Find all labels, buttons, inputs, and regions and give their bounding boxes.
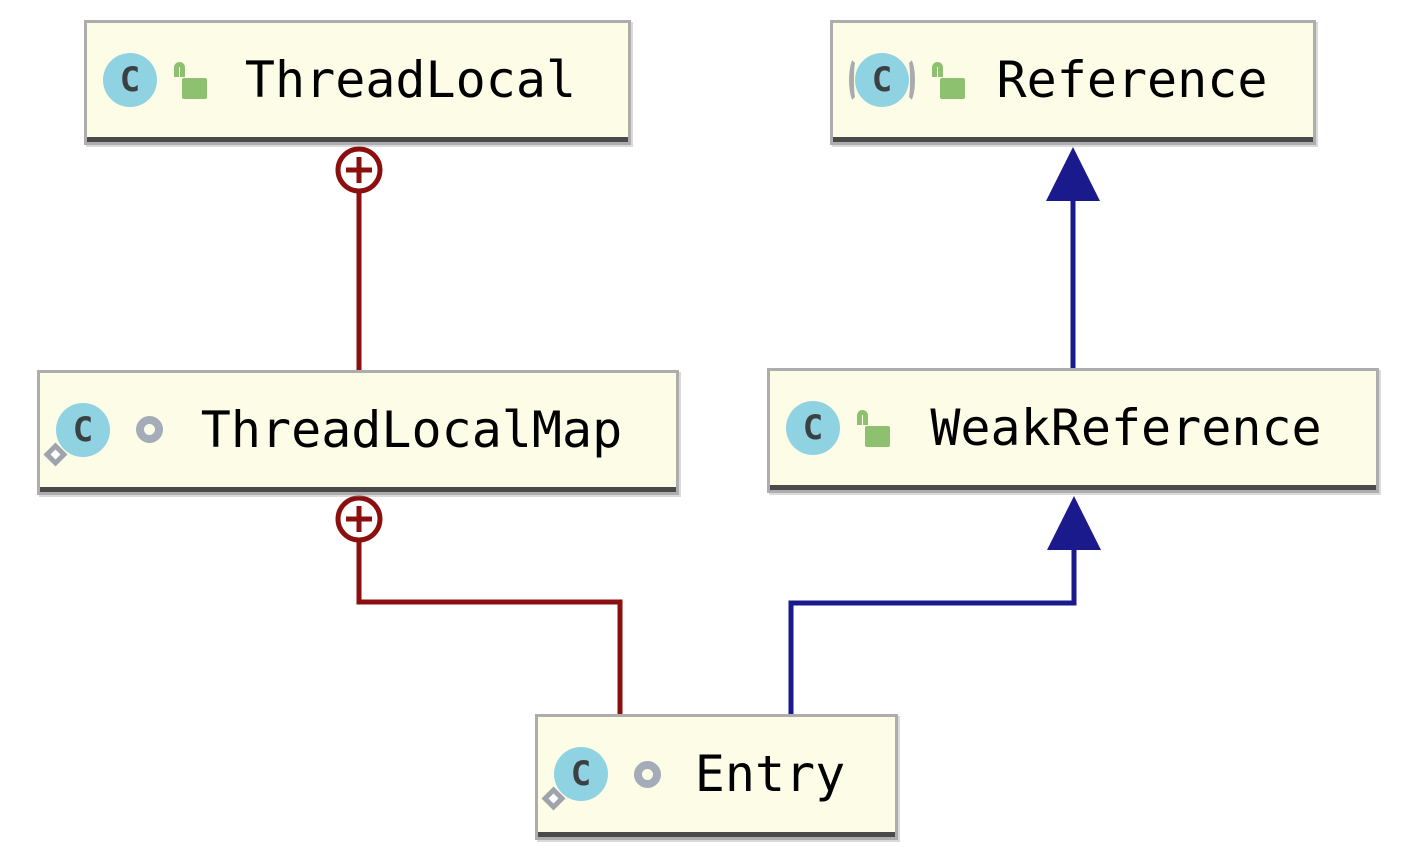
class-icon: C bbox=[786, 400, 840, 455]
class-node-weakreference[interactable]: C WeakReference bbox=[767, 368, 1379, 493]
static-class-icon: C bbox=[43, 402, 110, 467]
edge-inheritance-weakreference-reference[interactable] bbox=[1046, 147, 1100, 368]
class-name-label: WeakReference bbox=[930, 398, 1322, 457]
public-unlock-icon bbox=[856, 405, 892, 451]
inheritance-arrowhead-icon bbox=[1046, 147, 1100, 201]
inheritance-arrowhead-icon bbox=[1047, 496, 1101, 550]
class-icon-letter: C bbox=[871, 59, 893, 100]
containment-plus-cross bbox=[346, 506, 372, 532]
containment-plus-cross bbox=[346, 157, 372, 183]
static-class-icon: C bbox=[541, 747, 608, 811]
class-node-reference[interactable]: C Reference bbox=[830, 20, 1316, 145]
class-name-label: ThreadLocalMap bbox=[200, 400, 623, 459]
abstract-paren-left-icon bbox=[849, 56, 862, 103]
class-node-threadlocalmap[interactable]: C ThreadLocalMap bbox=[37, 370, 679, 495]
public-unlock-icon bbox=[173, 57, 209, 103]
class-icon-letter: C bbox=[802, 407, 824, 448]
static-marker-icon bbox=[43, 441, 68, 467]
class-icon: C bbox=[103, 52, 157, 107]
abstract-class-icon: C bbox=[849, 52, 915, 107]
class-icon: C bbox=[855, 52, 909, 107]
inheritance-edge-line bbox=[788, 550, 1077, 714]
public-unlock-icon bbox=[931, 57, 967, 103]
class-icon-letter: C bbox=[570, 754, 592, 794]
edge-containment-threadlocal-threadlocalmap[interactable] bbox=[335, 146, 383, 370]
abstract-paren-right-icon bbox=[902, 56, 915, 103]
class-name-label: Entry bbox=[694, 745, 846, 803]
package-private-icon bbox=[634, 760, 661, 788]
class-name-label: Reference bbox=[996, 50, 1268, 109]
class-icon-letter: C bbox=[72, 409, 94, 450]
class-node-threadlocal[interactable]: C ThreadLocal bbox=[84, 20, 631, 145]
class-icon-letter: C bbox=[119, 59, 141, 100]
class-node-entry[interactable]: C Entry bbox=[535, 714, 898, 840]
package-private-icon bbox=[136, 416, 163, 443]
edge-inheritance-entry-weakreference[interactable] bbox=[788, 496, 1101, 714]
containment-edge-line bbox=[356, 540, 623, 714]
static-marker-icon bbox=[541, 786, 566, 811]
class-name-label: ThreadLocal bbox=[244, 50, 577, 109]
edge-containment-threadlocalmap-entry[interactable] bbox=[335, 495, 623, 714]
